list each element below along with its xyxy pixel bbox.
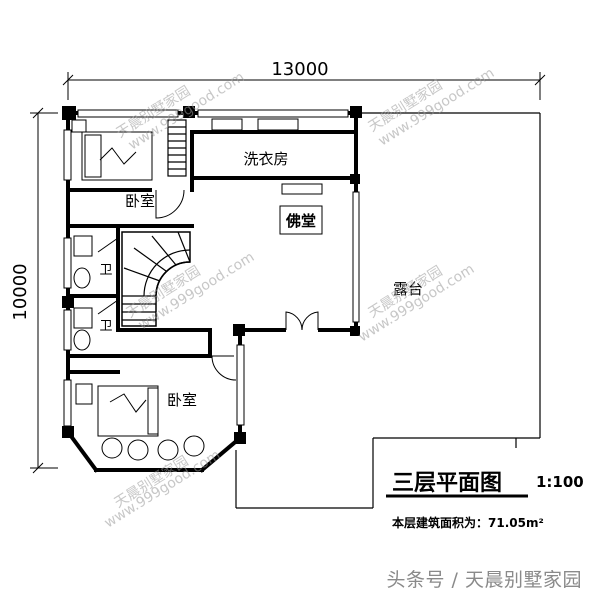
room-label-buddha-hall: 佛堂 [285, 212, 316, 230]
windows [63, 109, 360, 427]
source-credit: 头条号 / 天晨别墅家园 [386, 569, 582, 591]
room-label-bath-1: 卫 [99, 263, 112, 278]
width-dimension [62, 72, 546, 100]
buddha-hall-label-box [279, 205, 323, 235]
room-label-terrace: 露台 [393, 280, 423, 298]
footer-bar [0, 555, 600, 600]
columns [62, 106, 362, 444]
room-label-bedroom-top: 卧室 [125, 192, 155, 210]
floor-area-note: 本层建筑面积为：71.05m² [392, 515, 544, 530]
width-dimension-label: 13000 [271, 59, 328, 80]
staircase [121, 119, 191, 327]
watermark-url: www.999good.com [102, 447, 224, 531]
room-label-laundry: 洗衣房 [243, 150, 288, 168]
bed-bottom [97, 385, 159, 437]
room-label-bedroom-bottom: 卧室 [167, 391, 197, 409]
furniture [71, 118, 323, 461]
altar-table [281, 183, 323, 195]
bed-top [81, 131, 153, 181]
room-label-bath-2: 卫 [99, 319, 112, 334]
height-dimension-label: 10000 [10, 263, 31, 320]
walls [65, 111, 360, 473]
terrace-outline [235, 112, 541, 509]
drawing-scale: 1:100 [536, 473, 584, 491]
drawing-title: 三层平面图 [392, 471, 502, 496]
watermark-group: 天晨别墅家园 www.999good.com 天晨别墅家园 www.999goo… [102, 65, 498, 531]
doors [97, 189, 319, 381]
height-dimension [30, 107, 58, 474]
